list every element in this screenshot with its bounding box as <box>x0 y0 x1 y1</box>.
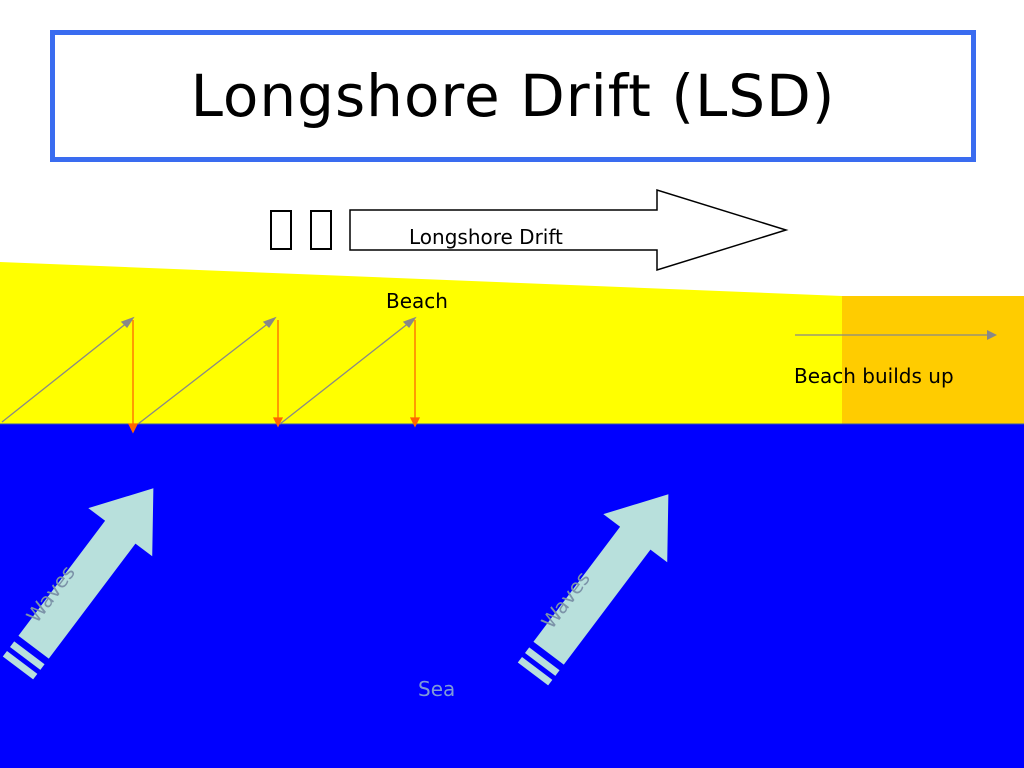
title-box: Longshore Drift (LSD) <box>50 30 976 162</box>
sea-area <box>0 424 1024 768</box>
wave-arrow-right <box>517 494 669 686</box>
build-up-area <box>842 296 1024 424</box>
wave-arrow-left <box>2 488 154 680</box>
build-up-arrow <box>795 330 997 340</box>
sea-label: Sea <box>418 677 456 701</box>
longshore-drift-label: Longshore Drift <box>409 225 563 249</box>
page-title: Longshore Drift (LSD) <box>190 62 836 130</box>
backwash-lines <box>127 320 421 434</box>
beach-builds-up-label: Beach builds up <box>794 364 954 388</box>
missing-glyph-icon <box>310 210 332 250</box>
missing-glyph-icon <box>270 210 292 250</box>
beach-area <box>0 262 842 424</box>
beach-label: Beach <box>386 289 448 313</box>
swash-lines <box>1 316 417 425</box>
longshore-drift-arrow <box>349 188 789 272</box>
